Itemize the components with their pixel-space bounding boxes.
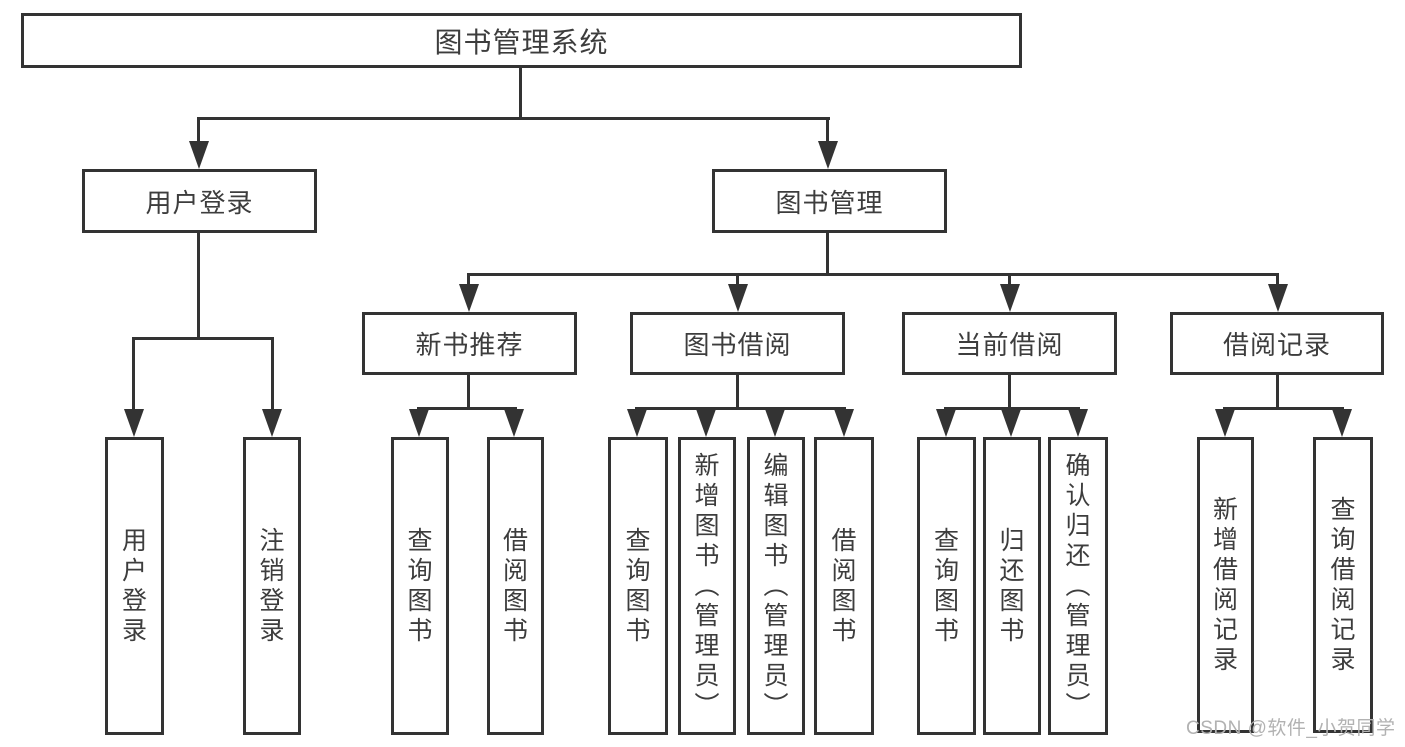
leaf-confirm-return-admin: 确认归还︵管理员︶ [1048, 437, 1108, 735]
node-book-borrow: 图书借阅 [630, 312, 845, 375]
node-user-login: 用户登录 [82, 169, 317, 233]
leaf-query-book-2: 查询图书 [608, 437, 668, 735]
node-root-library-management-system: 图书管理系统 [21, 13, 1022, 68]
arrow-down-query-book-2 [627, 409, 647, 437]
arrow-down-borrow-book-1 [504, 409, 524, 437]
leaf-borrow-book-1: 借阅图书 [487, 437, 544, 735]
connector-current-borrow-stem [1008, 273, 1011, 289]
connector-borrow-records-hline [1223, 407, 1344, 410]
connector-borrow-records-vline [1276, 373, 1279, 409]
arrow-down-query-book-3 [936, 409, 956, 437]
leaf-return-book: 归还图书 [983, 437, 1041, 735]
connector-book-borrow-stem [736, 273, 739, 289]
arrow-down-confirm-return [1068, 409, 1088, 437]
connector-new-book-rec-hline [417, 407, 517, 410]
arrow-down-query-borrow-record [1332, 409, 1352, 437]
connector-new-book-rec-stem [467, 273, 470, 289]
leaf-query-borrow-record: 查询借阅记录 [1313, 437, 1373, 733]
arrow-down-return-book [1001, 409, 1021, 437]
arrow-down-book-borrow [728, 284, 748, 312]
arrow-down-user-login [189, 141, 209, 169]
leaf-query-book-3: 查询图书 [917, 437, 976, 735]
arrow-down-new-book-rec [459, 284, 479, 312]
node-current-borrow: 当前借阅 [902, 312, 1117, 375]
connector-book-borrow-vline [736, 373, 739, 409]
arrow-down-edit-book [765, 409, 785, 437]
connector-current-borrow-hline [944, 407, 1080, 410]
connector-user-login-vline [197, 231, 200, 339]
csdn-watermark: CSDN @软件_小贺同学 [1186, 718, 1396, 739]
arrow-down-query-book-1 [409, 409, 429, 437]
connector-current-borrow-vline [1008, 373, 1011, 409]
arrow-down-leaf-user-login [124, 409, 144, 437]
leaf-add-borrow-record: 新增借阅记录 [1197, 437, 1254, 733]
arrow-down-book-mgmt [818, 141, 838, 169]
connector-book-mgmt-vline [826, 231, 829, 275]
connector-level3-hline [467, 273, 1279, 276]
connector-book-mgmt-stem [826, 117, 829, 145]
arrow-down-leaf-logout [262, 409, 282, 437]
connector-root-vline [519, 66, 522, 120]
connector-borrow-records-stem [1276, 273, 1279, 289]
leaf-edit-book-admin: 编辑图书︵管理员︶ [747, 437, 805, 735]
arrow-down-add-book [696, 409, 716, 437]
arrow-down-current-borrow [1000, 284, 1020, 312]
node-new-book-recommend: 新书推荐 [362, 312, 577, 375]
connector-book-borrow-hline [635, 407, 846, 410]
connector-user-login-stem [197, 117, 200, 145]
node-borrow-records: 借阅记录 [1170, 312, 1384, 375]
arrow-down-borrow-book-2 [834, 409, 854, 437]
leaf-user-login: 用户登录 [105, 437, 164, 735]
node-book-management: 图书管理 [712, 169, 947, 233]
leaf-query-book-1: 查询图书 [391, 437, 449, 735]
connector-level2-hline [197, 117, 830, 120]
connector-leaf-logout-stem [271, 337, 274, 413]
connector-leaf-user-login-stem [132, 337, 135, 413]
leaf-borrow-book-2: 借阅图书 [814, 437, 874, 735]
connector-user-login-hline [132, 337, 274, 340]
leaf-add-book-admin: 新增图书︵管理员︶ [678, 437, 736, 735]
leaf-logout: 注销登录 [243, 437, 301, 735]
connector-new-book-rec-vline [467, 373, 470, 409]
arrow-down-add-borrow-record [1215, 409, 1235, 437]
arrow-down-borrow-records [1268, 284, 1288, 312]
